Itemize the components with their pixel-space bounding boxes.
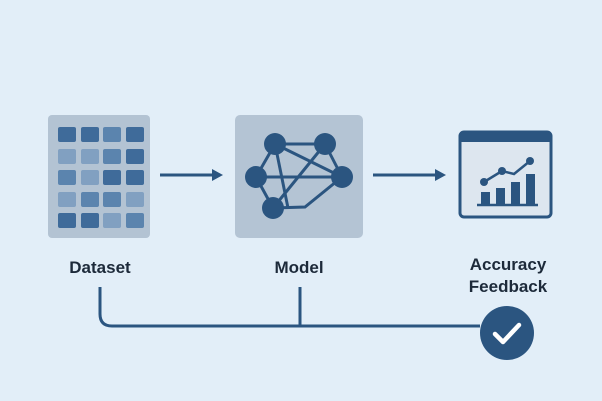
- feedback-badge: [480, 306, 534, 360]
- grid-cell: [126, 192, 144, 207]
- dataset-node: [48, 115, 150, 238]
- accuracy-label: Accuracy: [470, 255, 547, 274]
- grid-cell: [103, 170, 121, 185]
- feedback-loop-line: [98, 287, 480, 328]
- grid-cell: [103, 213, 121, 228]
- grid-cell: [81, 213, 99, 228]
- grid-cell: [81, 127, 99, 142]
- grid-cell: [58, 127, 76, 142]
- grid-cell: [126, 149, 144, 164]
- grid-cell: [58, 213, 76, 228]
- grid-cell: [81, 149, 99, 164]
- neural-network-icon: [245, 133, 353, 219]
- checkmark-icon: [492, 322, 522, 345]
- grid-cell: [103, 127, 121, 142]
- grid-cell: [103, 149, 121, 164]
- arrow-model-to-accuracy: [373, 169, 446, 181]
- grid-cell: [58, 170, 76, 185]
- dataset-label: Dataset: [69, 258, 131, 277]
- chart-window-icon: [458, 130, 553, 219]
- grid-cell: [81, 170, 99, 185]
- grid-cell: [126, 170, 144, 185]
- arrow-dataset-to-model: [160, 169, 223, 181]
- grid-cell: [58, 149, 76, 164]
- grid-cell: [126, 127, 144, 142]
- grid-cell: [103, 192, 121, 207]
- data-grid-icon: [58, 127, 144, 228]
- model-label: Model: [274, 258, 323, 277]
- feedback-label: Feedback: [469, 277, 548, 296]
- model-node: [235, 115, 363, 238]
- grid-cell: [81, 192, 99, 207]
- grid-cell: [58, 192, 76, 207]
- grid-cell: [126, 213, 144, 228]
